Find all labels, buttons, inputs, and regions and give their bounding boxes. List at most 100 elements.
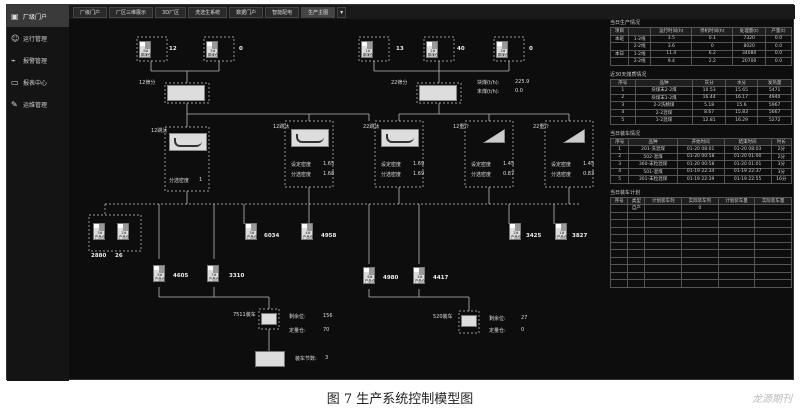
coal-cell: 15.6 — [724, 101, 759, 110]
plan-cell — [609, 219, 629, 228]
tab-5[interactable]: 智能配电 — [265, 6, 300, 18]
washer-2 — [381, 129, 419, 147]
loading-cell: 01-19 22:37 — [723, 167, 772, 176]
loading-cell: 01-20 08:03 — [723, 145, 772, 154]
unit-cap — [94, 224, 100, 228]
plan-cell — [754, 279, 792, 288]
loading-cell: 01-19 22:55 — [723, 175, 772, 184]
product-bin-u-value-0: 2880 — [91, 253, 107, 259]
unit-name: 产品仓 — [364, 279, 376, 283]
sidebar-item-3[interactable]: ▭报表中心 — [7, 71, 69, 93]
prod-cell: 0 — [691, 42, 734, 51]
loading-col-header: 开始时间 — [676, 137, 725, 146]
prod-cell: 7320 — [732, 34, 767, 43]
sidebar-item-4[interactable]: ✎运维管理 — [7, 93, 69, 115]
prod-cell: 11.4 — [650, 49, 693, 58]
plan-cell — [754, 234, 792, 243]
plan-cell — [609, 241, 629, 250]
load-b-v1: 27 — [521, 315, 528, 321]
tab-6[interactable]: 生产主图 — [301, 6, 336, 18]
tab-3[interactable]: 洗选生系统 — [188, 6, 228, 18]
hopper-icon-0 — [261, 313, 277, 325]
loading-cell: 501-混煤 — [628, 167, 678, 176]
screen-label-0: 12筛分 — [139, 80, 156, 86]
plan-cell — [644, 204, 683, 213]
unit-name: 原煤仓 — [362, 53, 374, 57]
plan-cell: 自产 — [627, 204, 646, 213]
product-bin-l-value-3: 4417 — [433, 275, 449, 281]
prod-cell: 20700 — [732, 57, 767, 66]
unit-cap — [362, 42, 368, 46]
users-icon: ☺ — [11, 33, 20, 43]
prod-cell: 3.6 — [650, 42, 693, 51]
unit-cap — [246, 224, 252, 228]
coal-cell: 5667 — [757, 108, 792, 117]
raw-coal-value-2: 13 — [396, 46, 404, 52]
sep-density-value-3: 0.87 — [503, 171, 515, 177]
set-density-value-3: 1.45 — [503, 161, 515, 167]
load-a-k1: 剩余位: — [289, 314, 306, 320]
unit-name: 产品仓 — [94, 235, 106, 239]
sidebar-item-0[interactable]: ▣厂级门户 — [7, 5, 69, 27]
unit-cap — [207, 42, 213, 46]
loading-header-row: 序号品种开始时间结束时间时长 — [609, 137, 793, 146]
plan-empty-row — [609, 241, 792, 250]
washer-0 — [169, 133, 207, 151]
tab-1[interactable]: 厂区三维展示 — [109, 6, 154, 18]
product-bin-u3: 4#产品仓 — [301, 223, 313, 240]
plan-header-row: 序号类型计划装车列实际装车列计划装车量实际装车量 — [609, 196, 792, 205]
prod-cell: 0.0 — [765, 42, 792, 51]
coal-col-header: 发热量 — [757, 78, 792, 87]
plan-cell — [754, 226, 792, 235]
plan-cell — [717, 211, 756, 220]
wrench-icon: ✎ — [11, 99, 18, 109]
loading-cell: 01-20 00:58 — [676, 152, 725, 161]
set-density-label-3: 设定密度 — [471, 162, 492, 168]
unit-name: 原煤仓 — [207, 53, 219, 57]
loading-cell: 301-末粒混煤 — [628, 175, 678, 184]
raw-coal-value-1: 0 — [239, 46, 243, 52]
tab-2[interactable]: 3D厂区 — [155, 6, 187, 18]
unit-name: 产品仓 — [302, 235, 314, 239]
plan-cell — [609, 279, 629, 288]
prod-cell: 0.0 — [765, 34, 792, 43]
unit-cap — [118, 224, 124, 228]
unit-tag — [99, 224, 104, 231]
plan-cell — [644, 264, 683, 273]
sidebar-item-1[interactable]: ☺运行管理 — [7, 27, 69, 49]
unit-id: 1# — [559, 231, 565, 235]
sep-density-label-2: 分选密度 — [381, 172, 402, 178]
set-density-value-4: 1.45 — [583, 161, 595, 167]
plan-cell — [717, 204, 756, 213]
tab-0[interactable]: 厂级门户 — [73, 6, 108, 18]
loading-cell: 01-20 00:58 — [676, 160, 725, 169]
set-density-label-4: 设定密度 — [551, 162, 572, 168]
plan-cell — [627, 271, 646, 280]
load-b-k1: 剩余位: — [489, 316, 506, 322]
unit-name: 产品仓 — [510, 235, 522, 239]
raw-coal-value-4: 0 — [529, 46, 533, 52]
unit-cap — [414, 268, 420, 272]
unit-id: 3# — [249, 231, 255, 235]
plan-cell — [627, 264, 646, 273]
unit-cap — [427, 42, 433, 46]
chevron-down-icon[interactable]: ▾ — [337, 6, 347, 18]
plan-cell — [627, 279, 646, 288]
plan-cell — [754, 204, 792, 213]
plan-empty-row — [609, 256, 792, 265]
set-density-value-1: 1.65 — [323, 161, 335, 167]
tab-4[interactable]: 数据门户 — [229, 6, 264, 18]
unit-tag — [419, 268, 424, 275]
product-bin-u5: 1#产品仓 — [555, 223, 567, 240]
coal-cell: 15.83 — [724, 108, 759, 117]
sidebar-item-2[interactable]: ⌁报警管理 — [7, 49, 69, 71]
watermark: 龙源期刊 — [752, 394, 792, 405]
